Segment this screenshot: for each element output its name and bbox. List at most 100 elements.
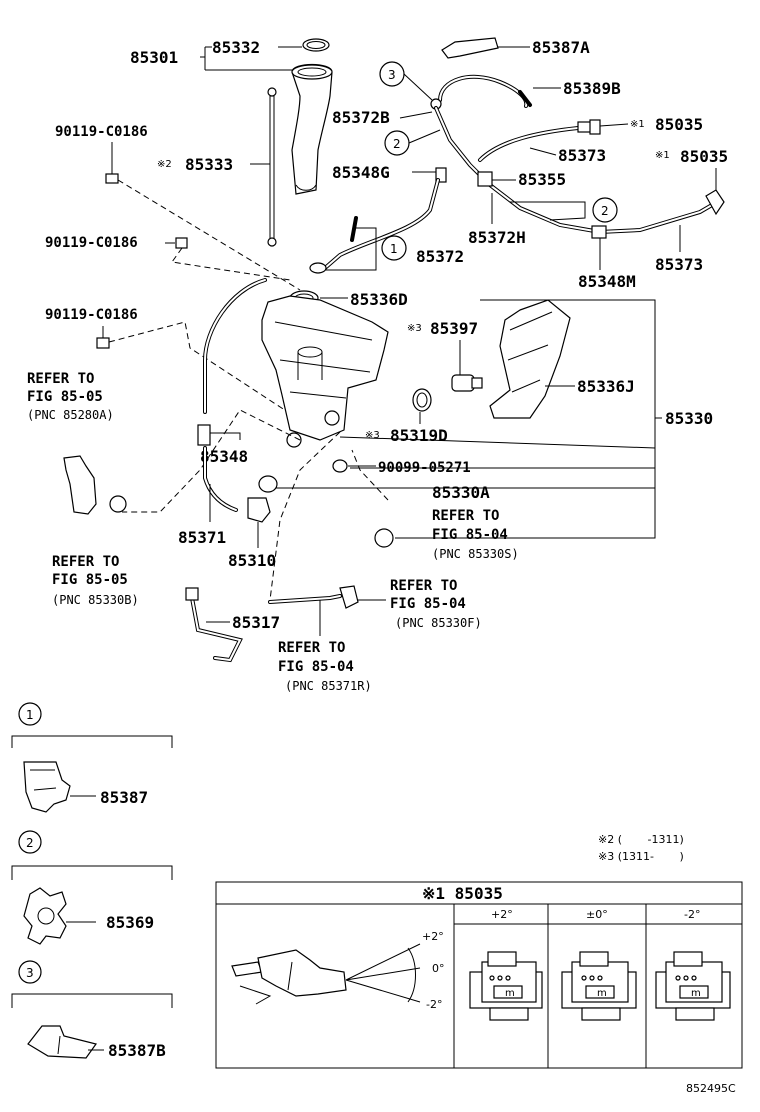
label-85336J: 85336J — [577, 377, 635, 396]
ref-85330F-line2: FIG 85-04 — [390, 596, 466, 612]
ref-85371R-line1: REFER TO — [278, 640, 345, 656]
grommet-90099 — [332, 459, 348, 473]
nozzle-85035-b — [705, 189, 725, 216]
leader-85301 — [200, 46, 300, 71]
label-85332: 85332 — [212, 38, 260, 57]
filler-neck — [291, 63, 333, 195]
label-85387: 85387 — [100, 788, 148, 807]
ref-85330S-line2: FIG 85-04 — [432, 527, 508, 543]
nozzle-view-zero — [561, 951, 637, 1021]
grommet-85330S — [374, 528, 394, 548]
label-bolt-2: 90119-C0186 — [45, 235, 138, 251]
nozzle-view-minus2 — [655, 951, 731, 1021]
label-85035-b: 85035 — [680, 147, 728, 166]
svg-text:m: m — [505, 988, 515, 999]
ref-85330B-line3: (PNC 85330B) — [52, 593, 139, 607]
label-85330A: 85330A — [432, 483, 490, 502]
inset-col-zero: ±0° — [586, 908, 608, 921]
label-85373-a: 85373 — [558, 146, 606, 165]
svg-text:2: 2 — [393, 137, 401, 151]
label-85348: 85348 — [200, 447, 248, 466]
washer-tank — [261, 295, 389, 441]
inset-col-plus2: +2° — [491, 908, 513, 921]
svg-text:1: 1 — [390, 242, 398, 256]
clip-85387B — [27, 1025, 98, 1059]
ref-85330B-line2: FIG 85-05 — [52, 572, 128, 588]
label-85372B: 85372B — [332, 108, 390, 127]
label-85355: 85355 — [518, 170, 566, 189]
bolt-3 — [96, 337, 110, 349]
label-90099: 90099-05271 — [378, 460, 471, 476]
nozzle-view-plus2 — [469, 951, 543, 1021]
note-3: ※3 (1311- ) — [598, 850, 684, 863]
svg-text:※1: ※1 — [655, 150, 670, 161]
inset-table — [215, 881, 743, 1069]
label-85387A: 85387A — [532, 38, 590, 57]
label-85371: 85371 — [178, 528, 226, 547]
legend-circle-3 — [18, 960, 42, 984]
inset-angle-top: +2° — [422, 930, 444, 943]
clip-85387A — [441, 37, 499, 59]
ref-85280A-line1: REFER TO — [27, 371, 94, 387]
svg-text:2: 2 — [601, 204, 609, 218]
label-85389B: 85389B — [563, 79, 621, 98]
ref-85371R-line3: (PNC 85371R) — [285, 679, 372, 693]
svg-text:※3: ※3 — [365, 430, 380, 441]
ref-85330B-line1: REFER TO — [52, 554, 119, 570]
clip-85369 — [23, 887, 67, 945]
valve-85348G — [435, 167, 447, 183]
label-bolt-3: 90119-C0186 — [45, 307, 138, 323]
clip-85387 — [23, 761, 71, 813]
legend-circle-1 — [18, 702, 42, 726]
label-85310: 85310 — [228, 551, 276, 570]
ref-85330F-line1: REFER TO — [390, 578, 457, 594]
diagram-code: 852495C — [686, 1082, 736, 1095]
hose-85389B — [518, 90, 532, 107]
mark-85333: ※2 — [157, 159, 172, 170]
svg-text:2: 2 — [26, 836, 34, 850]
circle-2-callout-b — [592, 197, 618, 223]
label-85336D: 85336D — [350, 290, 408, 309]
svg-text:※1: ※1 — [630, 119, 645, 130]
grommet-85330A — [258, 475, 278, 493]
label-85301: 85301 — [130, 48, 178, 67]
valve-85348M — [591, 225, 607, 239]
ref-85371R-line2: FIG 85-04 — [278, 659, 354, 675]
svg-text:3: 3 — [388, 68, 396, 82]
label-85373-b: 85373 — [655, 255, 703, 274]
pump-85330F — [339, 585, 359, 609]
label-85372: 85372 — [416, 247, 464, 266]
label-85348M: 85348M — [578, 272, 636, 291]
pump-85397 — [451, 374, 475, 392]
label-85319D: 85319D — [390, 426, 448, 445]
inset-nozzle-drawing — [231, 943, 421, 1005]
motor-85280A — [63, 455, 97, 515]
ref-85280A-line2: FIG 85-05 — [27, 389, 103, 405]
label-85330: 85330 — [665, 409, 713, 428]
label-85348G: 85348G — [332, 163, 390, 182]
valve-85348 — [197, 424, 211, 446]
connector-85355 — [477, 171, 493, 187]
ref-85280A-line3: (PNC 85280A) — [27, 408, 114, 422]
svg-text:m: m — [691, 988, 701, 999]
ref-85330S-line3: (PNC 85330S) — [432, 547, 519, 561]
bracket-85330 — [395, 299, 656, 539]
inset-angle-bot: -2° — [426, 998, 442, 1011]
label-85317: 85317 — [232, 613, 280, 632]
inset-col-minus2: -2° — [684, 908, 700, 921]
ref-85330F-line3: (PNC 85330F) — [395, 616, 482, 630]
svg-text:3: 3 — [26, 966, 34, 980]
inset-angle-mid: 0° — [432, 962, 445, 975]
label-bolt-1: 90119-C0186 — [55, 124, 148, 140]
grommet-85319D — [412, 388, 432, 412]
cap-ring-85332 — [302, 38, 330, 52]
label-85372H: 85372H — [468, 228, 526, 247]
pump-85310 — [247, 497, 271, 523]
label-85369: 85369 — [106, 913, 154, 932]
label-85035-a: 85035 — [655, 115, 703, 134]
legend-circle-2 — [18, 830, 42, 854]
shield-85336J — [489, 299, 571, 419]
svg-text:※3: ※3 — [407, 323, 422, 334]
bolt-1 — [105, 173, 119, 184]
